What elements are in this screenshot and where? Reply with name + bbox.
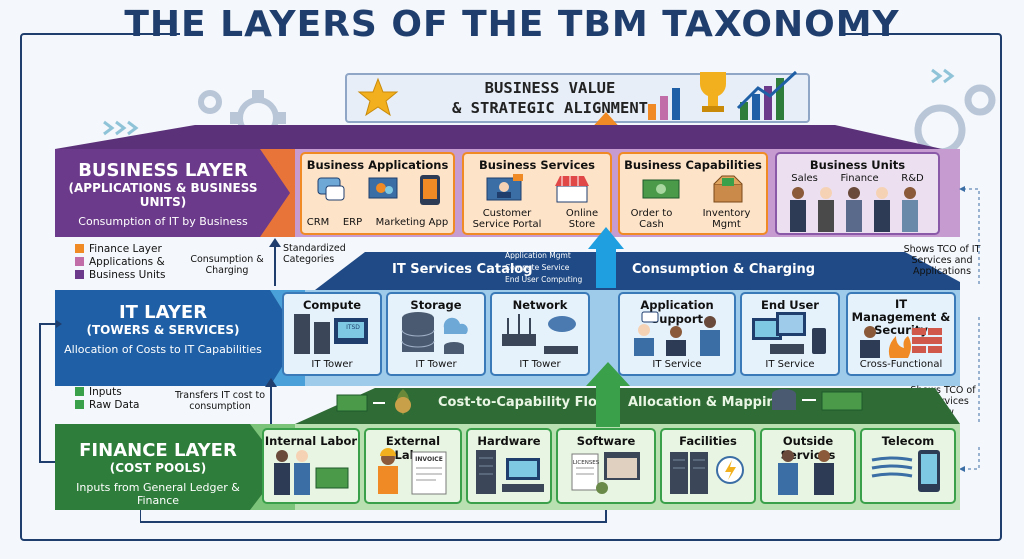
support-agent-icon <box>486 174 523 201</box>
up-arrow-bottom <box>586 362 630 386</box>
outside-services-icon <box>778 450 834 495</box>
legend-top: Finance Layer Applications & Business Un… <box>75 243 165 282</box>
card-outside-services: Outside Services <box>760 428 856 504</box>
store-icon <box>554 176 589 203</box>
business-capabilities-icons <box>626 172 760 206</box>
chevrons-icon <box>103 120 139 136</box>
network-router-icon <box>502 314 578 354</box>
consumption-charging-label: Consumption & Charging <box>632 262 816 277</box>
facilities-icon <box>670 452 744 494</box>
up-connector-2-head <box>265 378 277 387</box>
money-transfer-icon <box>336 389 411 415</box>
end-user-devices-icon <box>752 312 826 354</box>
legend-swatch <box>75 387 84 396</box>
invoice-label: INVOICE <box>415 456 443 463</box>
note-consumption-charging: Consumption & Charging <box>190 254 264 276</box>
data-cash-icon <box>772 389 863 411</box>
software-icon <box>571 452 640 494</box>
diagram-title: THE LAYERS OF THE TBM TAXONOMY <box>124 4 900 45</box>
it-services-catalog-label: IT Services Catalog <box>392 262 533 277</box>
cost-flow-label: Cost-to-Capability Flow <box>438 395 609 410</box>
telecom-icon <box>871 450 940 492</box>
chat-icon <box>317 177 344 201</box>
title-background <box>180 8 844 48</box>
star-icon <box>357 77 399 117</box>
up-arrow-bottom-shaft <box>596 385 620 427</box>
up-arrow-middle <box>588 227 624 249</box>
compute-servers-icon <box>294 314 368 354</box>
left-loop-connector <box>39 320 62 463</box>
internal-labor-icon <box>274 450 349 495</box>
up-connector <box>274 246 276 286</box>
note-transfers: Transfers IT cost to consumption <box>174 390 266 412</box>
firewall-security-icon <box>860 326 942 358</box>
hardware-icon <box>476 450 544 494</box>
up-connector-2 <box>270 385 272 425</box>
gear-monitor-icon <box>368 177 397 199</box>
legend-swatch <box>75 270 84 279</box>
allocation-mapping-label: Allocation & Mapping <box>628 395 785 410</box>
note-standardized: Standardized Categories <box>283 243 346 265</box>
up-arrow-middle-shaft <box>596 248 616 288</box>
note-tco-apps: Shows TCO of IT Services and Application… <box>903 244 981 277</box>
legend-bottom: Inputs Raw Data <box>75 386 140 412</box>
tablet-icon <box>419 175 440 205</box>
business-layer-label: BUSINESS LAYER (APPLICATIONS & BUSINESS … <box>68 160 258 228</box>
support-team-icon <box>634 311 720 356</box>
licenses-label: LICENSES <box>572 460 600 466</box>
up-connector-head <box>269 238 281 247</box>
right-dashed-connector <box>959 186 980 472</box>
inventory-box-icon <box>713 175 742 203</box>
finance-layer-label: FINANCE LAYER (COST POOLS) Inputs from G… <box>76 440 240 507</box>
itsd-label: ITSD <box>346 324 360 331</box>
business-apps-icons <box>306 172 451 208</box>
cash-icon <box>642 179 679 199</box>
it-layer-label: IT LAYER (TOWERS & SERVICES) Allocation … <box>64 302 262 356</box>
legend-swatch <box>75 400 84 409</box>
trophy-chart-icon <box>648 70 798 120</box>
business-services-icons <box>470 172 604 206</box>
business-people-icon <box>790 187 918 232</box>
legend-swatch <box>75 257 84 266</box>
contractor-invoice-icon <box>378 448 447 495</box>
legend-swatch <box>75 244 84 253</box>
business-value-box <box>345 73 810 123</box>
storage-database-icon <box>401 312 468 354</box>
